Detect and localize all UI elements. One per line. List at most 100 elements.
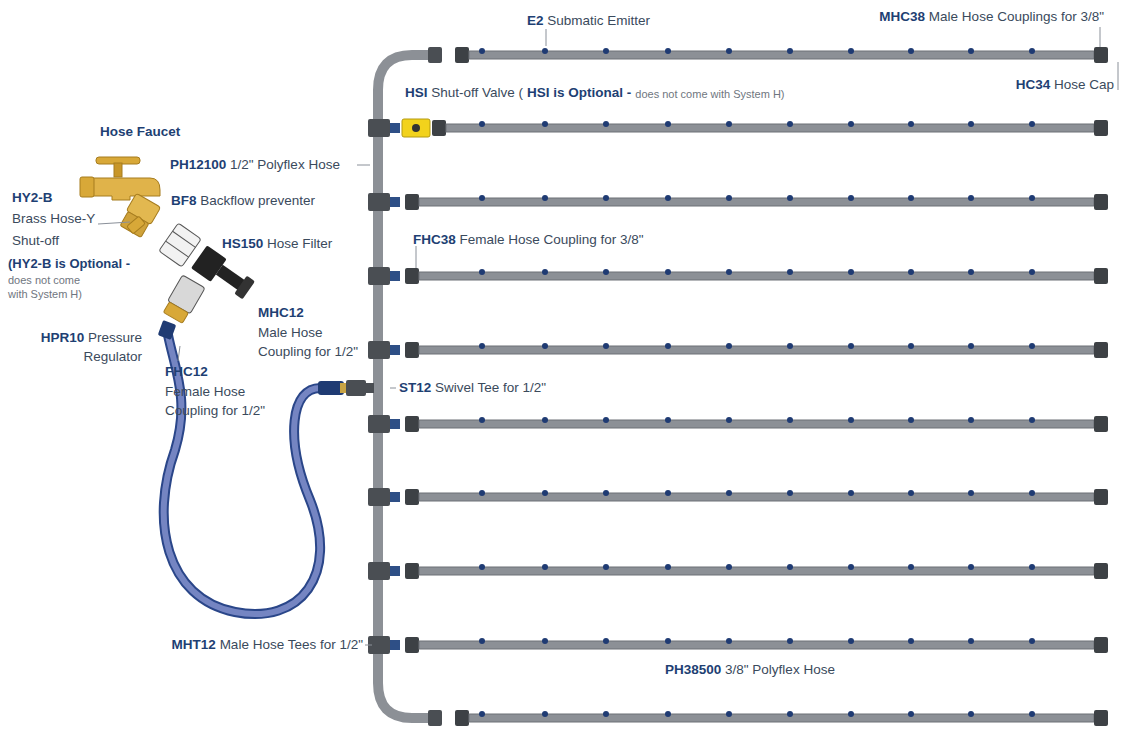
emitter	[1029, 417, 1035, 423]
emitter	[726, 121, 732, 127]
emitter	[908, 48, 914, 54]
emitter	[848, 48, 854, 54]
emitter	[542, 417, 548, 423]
lateral-hose	[469, 714, 1094, 722]
emitter	[665, 564, 671, 570]
emitter	[787, 417, 793, 423]
emitter	[665, 269, 671, 275]
male-hose-tee	[368, 562, 390, 580]
emitter	[908, 195, 914, 201]
emitter	[787, 711, 793, 717]
lateral-hose	[419, 641, 1094, 649]
hose-cap	[1094, 637, 1108, 653]
emitter	[787, 343, 793, 349]
emitter	[603, 269, 609, 275]
female-hose-coupling	[405, 194, 419, 210]
part-code: HPR10	[41, 330, 85, 345]
emitter	[968, 343, 974, 349]
emitter	[726, 269, 732, 275]
female-hose-coupling	[405, 563, 419, 579]
emitter	[848, 269, 854, 275]
emitter	[665, 490, 671, 496]
part-description: Pressure Regulator	[83, 330, 142, 364]
female-coupling	[158, 320, 177, 340]
emitter	[968, 490, 974, 496]
emitter	[1029, 638, 1035, 644]
emitter	[479, 638, 485, 644]
female-hose-coupling	[455, 710, 469, 726]
part-code: E2	[527, 13, 544, 28]
part-label: MHC38 Male Hose Couplings for 3/8"	[879, 8, 1104, 25]
part-code: PH12100	[170, 157, 226, 172]
part-label: does not come with System H)	[8, 273, 100, 301]
emitter	[726, 490, 732, 496]
emitter	[908, 638, 914, 644]
hose-cap	[1094, 47, 1108, 63]
emitter	[603, 711, 609, 717]
emitter	[968, 417, 974, 423]
hose-cap	[1094, 710, 1108, 726]
part-label: FHC12	[165, 363, 208, 380]
tee-thread	[390, 566, 400, 576]
emitter	[542, 343, 548, 349]
supply-hose-outline	[164, 335, 322, 614]
emitter	[542, 564, 548, 570]
emitter	[908, 490, 914, 496]
male-hose-tee	[368, 193, 390, 211]
male-hose-tee	[368, 267, 390, 285]
emitter	[479, 564, 485, 570]
hose-y-lever	[127, 216, 146, 234]
emitter	[479, 48, 485, 54]
part-description: Shut-off Valve (	[428, 85, 524, 100]
emitter	[542, 490, 548, 496]
emitter	[665, 638, 671, 644]
emitter	[665, 417, 671, 423]
part-description: Hose Cap	[1050, 77, 1114, 92]
part-description: Male Hose Couplings for 3/8"	[925, 9, 1104, 24]
main-hose	[378, 55, 432, 718]
emitter	[787, 269, 793, 275]
emitter	[542, 638, 548, 644]
part-description: Hose Filter	[263, 236, 332, 251]
emitter	[665, 343, 671, 349]
emitter	[603, 564, 609, 570]
female-hose-coupling	[432, 120, 446, 136]
emitter	[1029, 195, 1035, 201]
emitter	[787, 490, 793, 496]
emitter	[1029, 490, 1035, 496]
part-label: HS150 Hose Filter	[222, 235, 332, 252]
female-hose-coupling	[405, 416, 419, 432]
tee-thread	[390, 123, 400, 133]
emitter	[603, 490, 609, 496]
part-label: HSI Shut-off Valve (	[405, 84, 523, 101]
female-hose-coupling	[405, 342, 419, 358]
emitter	[726, 343, 732, 349]
female-hose-coupling	[405, 489, 419, 505]
emitter	[848, 343, 854, 349]
part-code: HS150	[222, 236, 263, 251]
emitter	[1029, 343, 1035, 349]
lateral-hose	[419, 272, 1094, 280]
lateral-hose	[469, 51, 1094, 59]
emitter	[1029, 121, 1035, 127]
emitter	[665, 711, 671, 717]
female-hose-coupling	[455, 47, 469, 63]
part-label: PH12100 1/2" Polyflex Hose	[170, 156, 340, 173]
part-code: MHC38	[879, 9, 925, 24]
part-code: BF8	[171, 193, 197, 208]
lateral-hose	[419, 346, 1094, 354]
part-label: HSI is Optional -	[527, 84, 631, 101]
emitter	[848, 711, 854, 717]
emitter	[603, 195, 609, 201]
part-description: 1/2" Polyflex Hose	[226, 157, 340, 172]
part-description: Male Hose Tees for 1/2"	[216, 637, 363, 652]
part-label: Female Hose Coupling for 1/2"	[165, 382, 285, 420]
emitter	[1029, 269, 1035, 275]
part-label: HY2-B	[12, 189, 53, 206]
part-description: 3/8" Polyflex Hose	[721, 662, 835, 677]
emitter	[968, 269, 974, 275]
emitter	[787, 564, 793, 570]
hose-cap	[1094, 563, 1108, 579]
emitter	[908, 564, 914, 570]
emitter	[542, 195, 548, 201]
